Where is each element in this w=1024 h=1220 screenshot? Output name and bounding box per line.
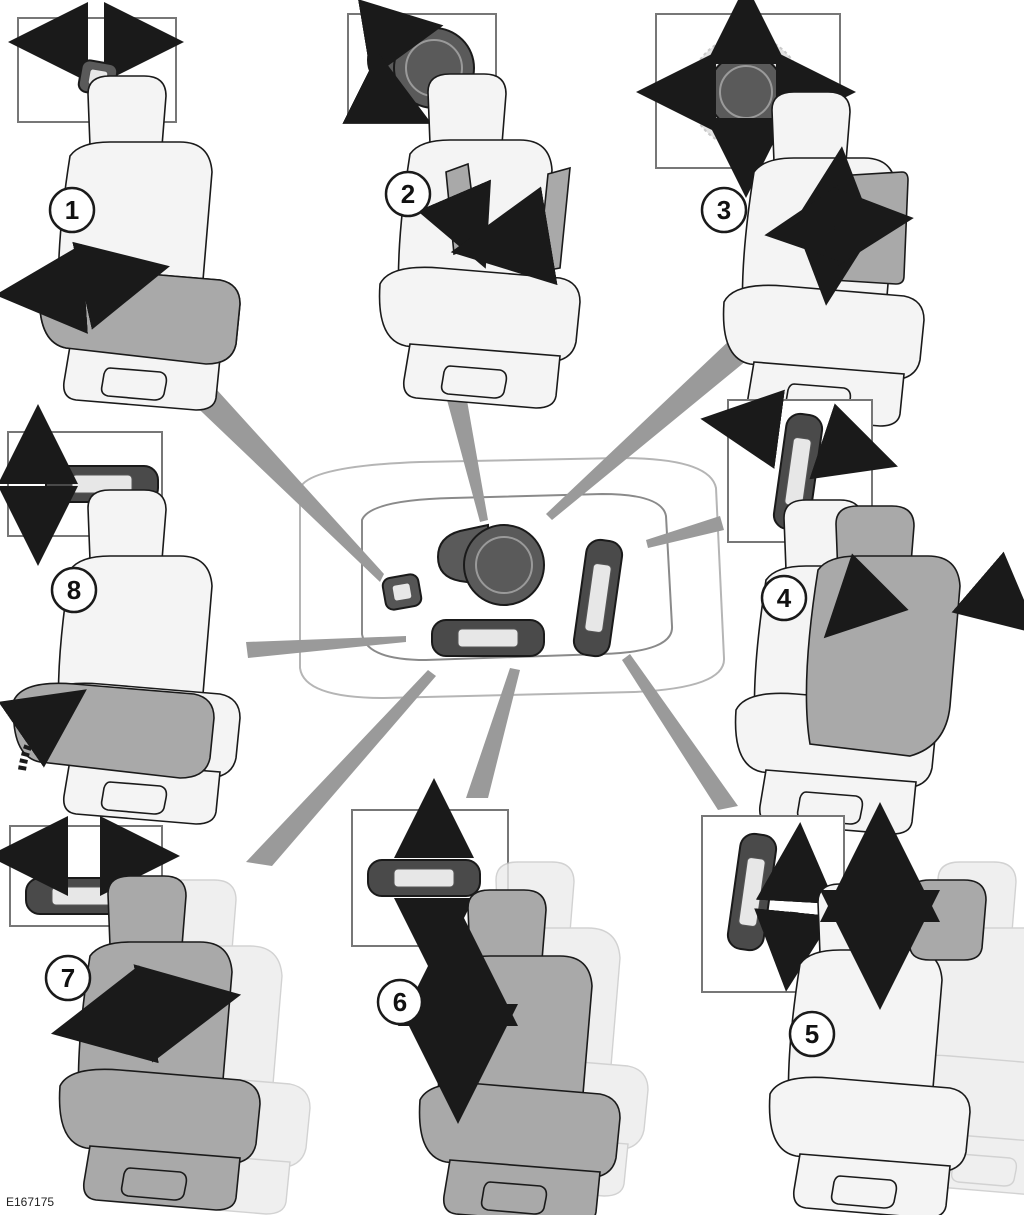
callout-3: 3: [700, 186, 748, 234]
up-down-arrow-icon: [754, 822, 836, 992]
svg-text:6: 6: [393, 987, 407, 1017]
seat-position-switch-icon: [431, 619, 545, 657]
figure-reference-code: E167175: [6, 1195, 55, 1209]
callout-8: 8: [50, 566, 98, 614]
double-arrow-icon: [0, 241, 170, 334]
seat-8-cushion-tilt: 8: [0, 404, 241, 825]
svg-text:5: 5: [805, 1019, 819, 1049]
seat-6-seat-height: 6: [351, 778, 649, 1220]
callout-7: 7: [44, 954, 92, 1002]
svg-text:7: 7: [61, 963, 75, 993]
svg-text:2: 2: [401, 179, 415, 209]
fore-aft-arrow-icon: [50, 964, 242, 1064]
curved-arrow-down-icon: [342, 52, 432, 124]
callout-2: 2: [384, 170, 432, 218]
callout-4: 4: [760, 574, 808, 622]
center-control-panel: [299, 456, 726, 700]
backrest-arrows-icon: [823, 551, 1024, 639]
cushion-tilt-switch-icon: [380, 572, 424, 612]
curved-arrow-up-icon: [357, 0, 444, 79]
recline-switch-icon: [571, 537, 625, 659]
lumbar-arrows-icon: [417, 179, 558, 286]
callout-5: 5: [788, 1010, 836, 1058]
seat-4-recline: 4: [700, 389, 1024, 835]
callout-1: 1: [48, 186, 96, 234]
svg-text:3: 3: [717, 195, 731, 225]
seat-1-cushion-fore-aft: 1: [0, 2, 241, 411]
cross-arrow-icon: [764, 146, 914, 306]
seat-7-seat-fore-aft: 7: [0, 816, 311, 1215]
tilt-arrow-icon: [0, 689, 87, 771]
seat-3-lumbar-four-way: 3: [636, 0, 925, 427]
recline-arrows-icon: [700, 389, 898, 480]
seat-5-height-headrest: 5: [701, 802, 1024, 1219]
lumbar-dial-icon: [437, 524, 545, 606]
svg-text:8: 8: [67, 575, 81, 605]
svg-text:4: 4: [777, 583, 792, 613]
callout-6: 6: [376, 978, 424, 1026]
svg-text:1: 1: [65, 195, 79, 225]
connector-lines: [160, 338, 752, 866]
seat-2-lumbar: 2: [342, 0, 581, 409]
